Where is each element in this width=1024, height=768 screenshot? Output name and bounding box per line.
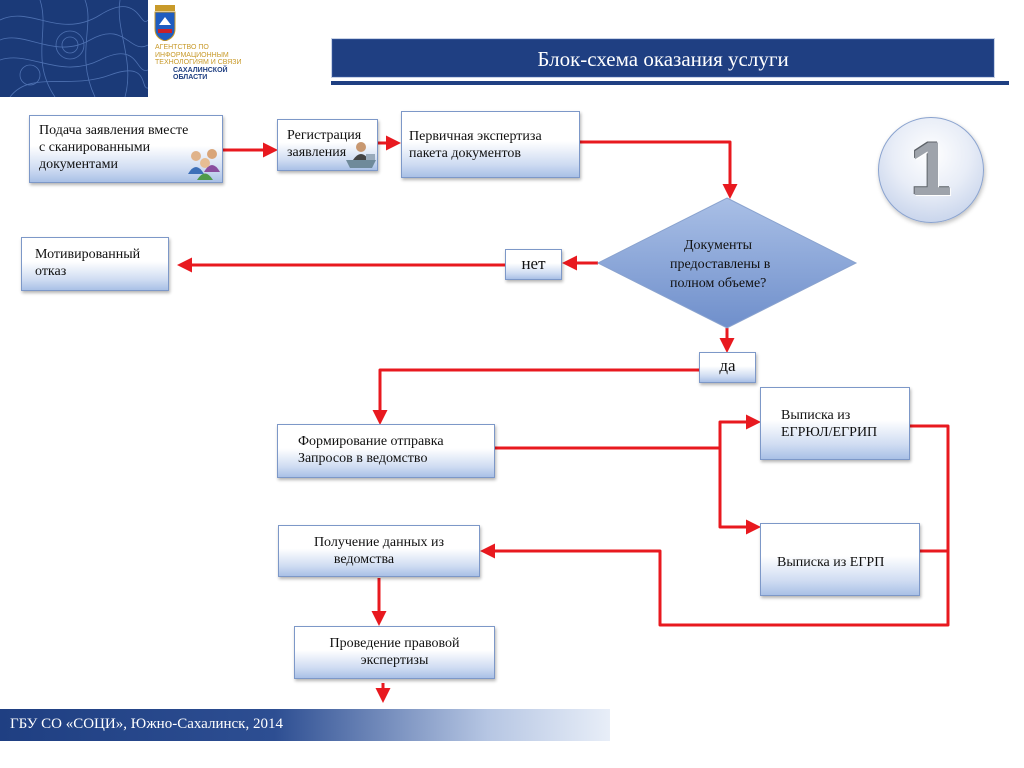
- org-name: АГЕНТСТВО ПО ИНФОРМАЦИОННЫМ ТЕХНОЛОГИЯМ …: [155, 44, 242, 82]
- box-line: Подача заявления вместе: [39, 123, 189, 138]
- title-bar: Блок-схема оказания услуги: [331, 38, 995, 78]
- box-line: Регистрация: [287, 128, 362, 143]
- box-line: Мотивированный: [35, 247, 141, 262]
- footer-bar: ГБУ СО «СОЦИ», Южно-Сахалинск, 2014: [0, 709, 610, 741]
- box-line: Получение данных из: [313, 535, 445, 550]
- box-line: Выписка из ЕГРП: [777, 555, 885, 570]
- org-line: САХАЛИНСКОЙ: [173, 66, 228, 74]
- no-label: нет: [505, 249, 562, 280]
- people-icon: [188, 149, 220, 180]
- box-line: экспертизы: [360, 653, 429, 668]
- decision-text: Документы предоставлены в полном объеме?: [660, 236, 792, 293]
- org-line: ИНФОРМАЦИОННЫМ: [155, 51, 229, 59]
- step-number-badge: 1: [878, 117, 984, 223]
- box-line: Выписка из: [781, 408, 851, 423]
- yes-label: да: [699, 352, 756, 383]
- egrul-extract-box: Выписка из ЕГРЮЛ/ЕГРИП: [760, 387, 910, 460]
- egrp-extract-box: Выписка из ЕГРП: [760, 523, 920, 596]
- primary-review-box: Первичная экспертиза пакета документов: [401, 111, 580, 178]
- arrow-form-to-egrul: [495, 414, 761, 450]
- org-line: ТЕХНОЛОГИЯМ И СВЯЗИ: [155, 59, 242, 67]
- box-line: отказ: [35, 264, 67, 279]
- arrow-yes-to-form: [372, 368, 700, 425]
- submit-application-box: Подача заявления вместе с сканированными…: [29, 115, 223, 183]
- desk-worker-icon: [346, 142, 376, 168]
- no-label-text: нет: [521, 254, 546, 273]
- box-line: ЕГРЮЛ/ЕГРИП: [781, 425, 878, 440]
- refusal-box: Мотивированный отказ: [21, 237, 169, 291]
- receive-data-box: Получение данных из ведомства: [278, 525, 480, 577]
- page-title: Блок-схема оказания услуги: [537, 47, 789, 71]
- register-application-box: Регистрация заявления: [277, 119, 378, 171]
- arrow-review-to-decision: [580, 140, 738, 199]
- step-number: 1: [909, 127, 953, 212]
- org-line: ОБЛАСТИ: [173, 74, 208, 82]
- legal-review-box: Проведение правовой экспертизы: [294, 626, 495, 679]
- map-logo: [0, 0, 148, 97]
- box-line: ведомства: [333, 552, 395, 567]
- decision-line: предоставлены в: [670, 257, 771, 272]
- arrow-egrul-to-receive: [480, 424, 950, 627]
- box-line: с сканированными: [39, 140, 151, 155]
- box-line: заявления: [287, 145, 347, 160]
- decision-line: Документы: [684, 238, 753, 253]
- decision-diamond: [596, 197, 858, 329]
- footer-text: ГБУ СО «СОЦИ», Южно-Сахалинск, 2014: [10, 716, 283, 732]
- org-line: АГЕНТСТВО ПО: [155, 44, 209, 51]
- coat-of-arms-icon: [154, 5, 176, 42]
- form-requests-box: Формирование отправка Запросов в ведомст…: [277, 424, 495, 478]
- arrow-form-to-egrp: [718, 448, 761, 535]
- box-line: Проведение правовой: [329, 636, 460, 651]
- box-line: Первичная экспертиза: [409, 129, 542, 144]
- box-line: документами: [39, 157, 118, 172]
- yes-label-text: да: [719, 356, 736, 375]
- title-underline: [331, 81, 1009, 85]
- box-line: Формирование отправка: [298, 434, 444, 449]
- decision-line: полном объеме?: [670, 276, 767, 291]
- box-line: пакета документов: [409, 146, 522, 161]
- box-line: Запросов в ведомство: [298, 451, 428, 466]
